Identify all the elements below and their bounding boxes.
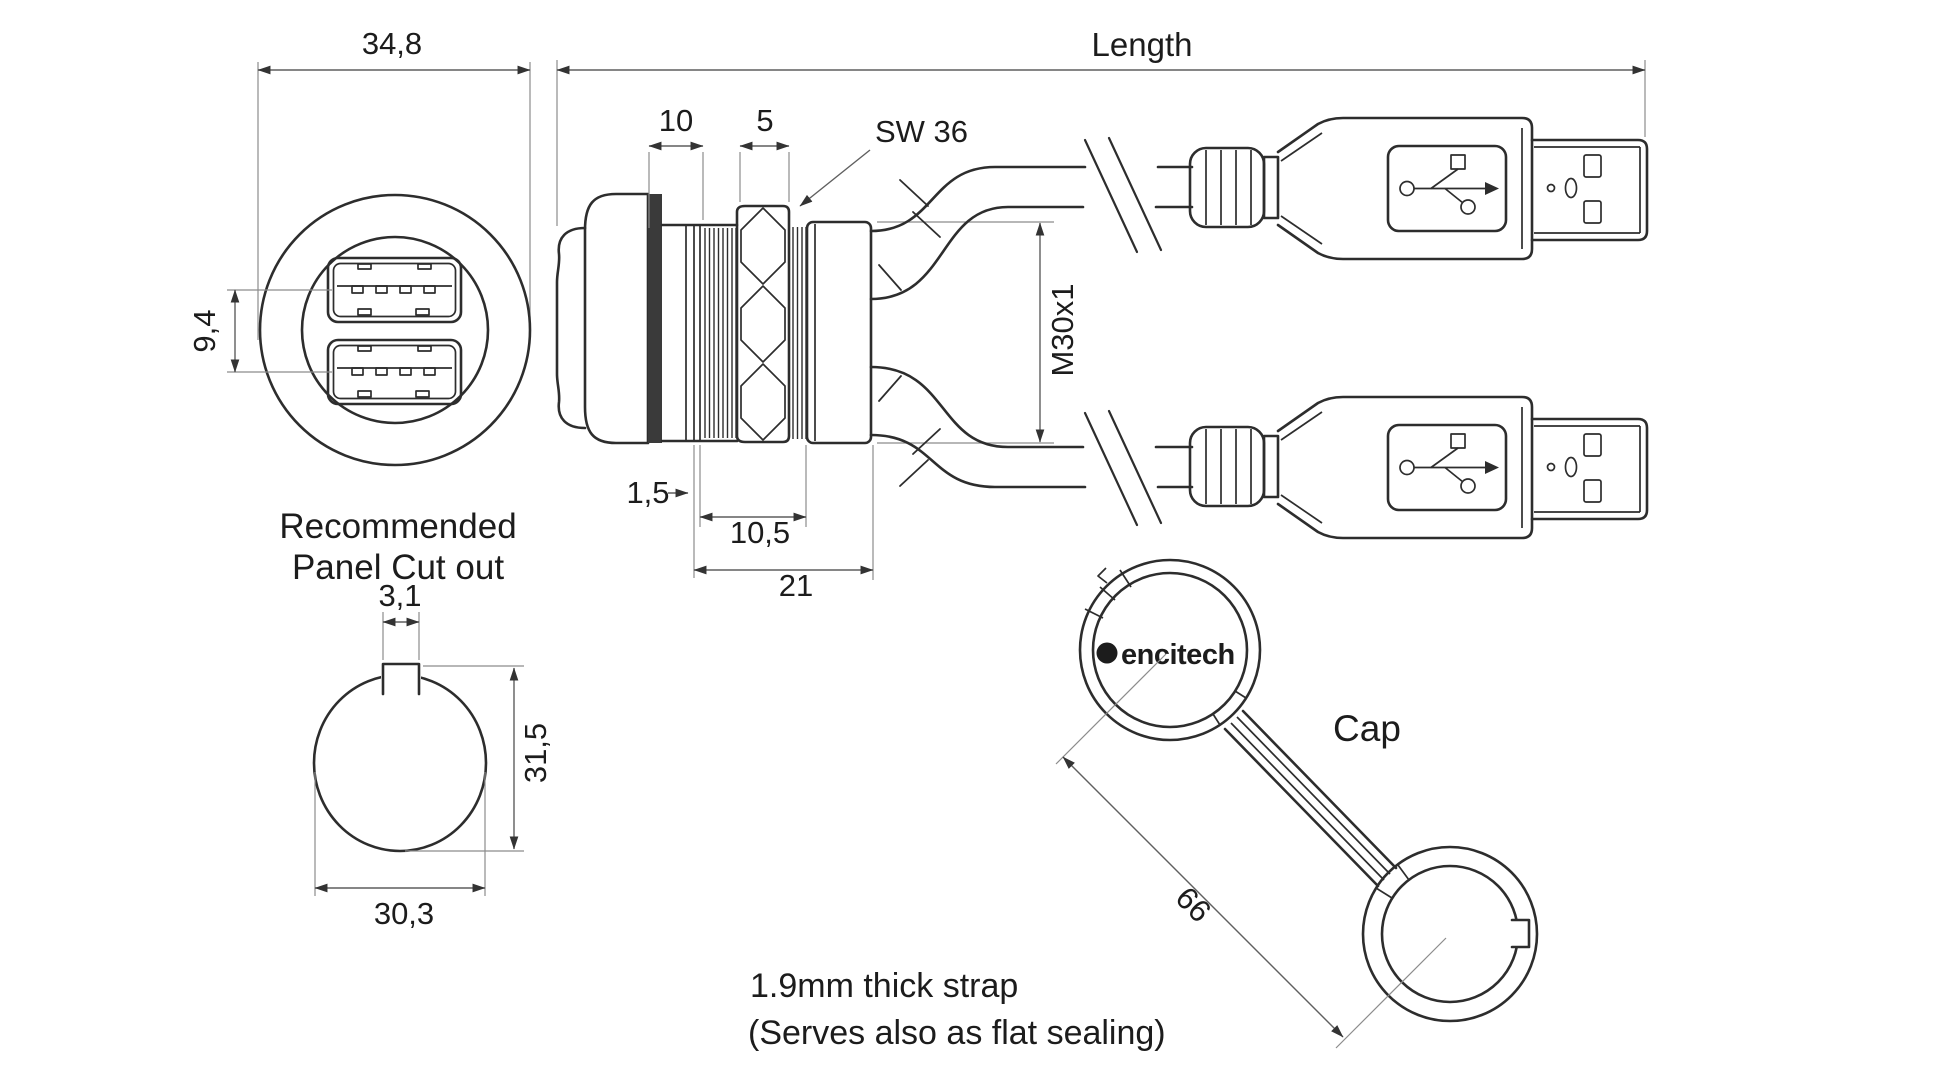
cap-outer xyxy=(1361,845,1539,1023)
front-flange xyxy=(583,192,650,445)
dim-cutout-height: 31,5 xyxy=(405,665,553,852)
cap-notch-mask xyxy=(1512,920,1529,947)
strap-ring-outer xyxy=(1078,558,1262,742)
dim-port-pitch: 9,4 xyxy=(187,289,332,373)
bezel-outer-circle xyxy=(258,193,532,467)
dim-label-30-3: 30,3 xyxy=(374,896,434,931)
dim-label-3-1: 3,1 xyxy=(378,578,421,613)
cap-label: Cap xyxy=(1333,708,1401,749)
cable-break-symbol-upper xyxy=(1083,136,1163,254)
bezel-inner-circle xyxy=(300,235,490,425)
strap-ring-inner xyxy=(1091,571,1249,729)
dim-body-length: 21 xyxy=(693,445,874,603)
dim-label-5: 5 xyxy=(756,103,773,138)
dim-lip-thickness: 1,5 xyxy=(626,445,701,578)
front-view: 34,8 9,4 xyxy=(187,26,532,467)
cutout-title-line2: Panel Cut out xyxy=(292,548,504,587)
dim-label-31-5: 31,5 xyxy=(518,723,553,783)
upper-cable xyxy=(869,136,1194,301)
hex-nut xyxy=(735,204,791,444)
label-sw36: SW 36 xyxy=(875,114,968,149)
cutout-notch xyxy=(381,662,421,696)
side-view: Length xyxy=(555,26,1646,603)
cap-notch xyxy=(1510,918,1531,949)
dim-length: Length xyxy=(556,26,1646,226)
note-line1: 1.9mm thick strap xyxy=(750,967,1018,1005)
front-seal-lip xyxy=(555,226,587,430)
dim-label-1-5: 1,5 xyxy=(626,475,669,510)
note-line2: (Serves also as flat sealing) xyxy=(748,1014,1166,1052)
dim-notch-width: 3,1 xyxy=(378,578,422,660)
dim-front-outer-diameter: 34,8 xyxy=(257,26,531,340)
dim-cutout-width: 30,3 xyxy=(314,772,486,931)
dim-label-9-4: 9,4 xyxy=(187,309,222,352)
brand-logo: encitech xyxy=(1096,639,1235,671)
connector-body xyxy=(805,220,873,445)
wrench-size-callout: SW 36 xyxy=(799,114,968,207)
dim-nut-width: 5 xyxy=(739,103,790,202)
flange-back-band xyxy=(648,194,662,443)
dim-label-21: 21 xyxy=(779,568,813,603)
dim-label-m30x1: M30x1 xyxy=(1045,283,1080,376)
brand-logo-text: encitech xyxy=(1121,639,1235,671)
ring-hinge-detail xyxy=(1084,567,1132,619)
cables xyxy=(869,116,1649,540)
lower-cable xyxy=(869,365,1194,527)
neck-section xyxy=(660,223,739,443)
cutout-title-line1: Recommended xyxy=(279,507,516,546)
strap-notes: 1.9mm thick strap (Serves also as flat s… xyxy=(748,967,1166,1052)
brand-logo-dot xyxy=(1096,642,1118,664)
panel-cutout-view: Recommended Panel Cut out 3,1 31,5 30,3 xyxy=(279,507,553,931)
cable-break-symbol-lower xyxy=(1083,409,1163,527)
cutout-notch-mask xyxy=(381,660,421,692)
dim-thread-length: 10,5 xyxy=(699,445,807,550)
dim-label-34-8: 34,8 xyxy=(362,26,422,61)
dim-label-length: Length xyxy=(1092,26,1193,63)
dim-label-10-5: 10,5 xyxy=(730,515,790,550)
dim-label-10: 10 xyxy=(659,103,693,138)
dim-flange-depth: 10 xyxy=(648,103,704,228)
